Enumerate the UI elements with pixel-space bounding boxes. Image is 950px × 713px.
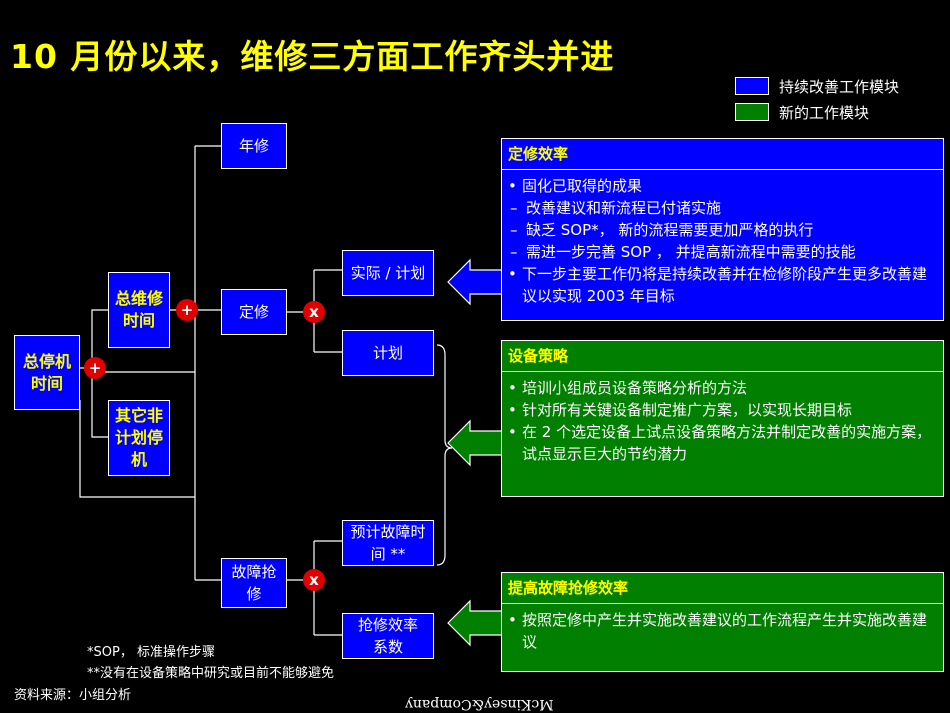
- node-actual-vs-plan: 实际 / 计划: [342, 250, 434, 296]
- page-title: 10 月份以来，维修三方面工作齐头并进: [10, 37, 615, 76]
- node-breakdown-repair: 故障抢修: [221, 558, 287, 608]
- node-total-maintenance-time: 总维修时间: [108, 272, 170, 348]
- legend-swatch-blue: [735, 77, 769, 95]
- panel-repair-efficiency-body: 按照定修中产生并实施改善建议的工作流程产生并实施改善建议: [508, 609, 937, 653]
- dash-item: 改善建议和新流程已付诸实施: [508, 197, 937, 219]
- bullet-item: 在 2 个选定设备上试点设备策略方法并制定改善的实施方案，试点显示巨大的节约潜力: [508, 421, 937, 465]
- brand-logo: McKinsey&Company: [405, 696, 554, 712]
- plus-operator-root: +: [84, 357, 106, 379]
- node-other-unplanned-downtime: 其它非计划停机: [108, 400, 170, 476]
- panel-equipment-strategy-title: 设备策略: [502, 341, 943, 372]
- node-plan: 计划: [342, 330, 434, 376]
- dash-item: 需进一步完善 SOP ， 并提高新流程中需要的技能: [508, 241, 937, 263]
- panel-equipment-strategy: 设备策略 培训小组成员设备策略分析的方法 针对所有关键设备制定推广方案，以实现长…: [501, 340, 944, 497]
- bullet-item: 按照定修中产生并实施改善建议的工作流程产生并实施改善建议: [508, 609, 937, 653]
- dash-item: 缺乏 SOP*， 新的流程需要更加严格的执行: [508, 219, 937, 241]
- node-repair-efficiency-factor: 抢修效率系数: [342, 613, 434, 659]
- bullet-item: 针对所有关键设备制定推广方案，以实现长期目标: [508, 399, 937, 421]
- source-note: 资料来源：小组分析: [14, 688, 132, 703]
- node-annual-overhaul: 年修: [221, 123, 287, 169]
- legend-label-continuous: 持续改善工作模块: [779, 78, 900, 96]
- node-scheduled-maintenance: 定修: [221, 289, 287, 335]
- bullet-item: 下一步主要工作仍将是持续改善并在检修阶段产生更多改善建议以实现 2003 年目标: [508, 263, 937, 307]
- bullet-item: 培训小组成员设备策略分析的方法: [508, 377, 937, 399]
- plus-operator-maintenance: +: [176, 299, 198, 321]
- times-operator-breakdown: x: [303, 569, 325, 591]
- bullet-item: 固化已取得的成果: [508, 175, 937, 197]
- panel-repair-efficiency: 提高故障抢修效率 按照定修中产生并实施改善建议的工作流程产生并实施改善建议: [501, 572, 944, 672]
- legend-swatch-green: [735, 103, 769, 121]
- legend-label-new: 新的工作模块: [779, 104, 870, 122]
- panel-scheduled-efficiency: 定修效率 固化已取得的成果 改善建议和新流程已付诸实施 缺乏 SOP*， 新的流…: [501, 138, 944, 321]
- node-expected-breakdown-time: 预计故障时间 **: [342, 520, 434, 566]
- panel-scheduled-efficiency-body: 固化已取得的成果 改善建议和新流程已付诸实施 缺乏 SOP*， 新的流程需要更加…: [508, 175, 937, 307]
- footnote-expected-breakdown: **没有在设备策略中研究或目前不能够避免: [87, 666, 335, 681]
- times-operator-scheduled: x: [303, 301, 325, 323]
- footnote-sop: *SOP， 标准操作步骤: [87, 645, 215, 660]
- node-total-downtime: 总停机时间: [14, 335, 80, 410]
- panel-scheduled-efficiency-title: 定修效率: [502, 139, 943, 170]
- panel-repair-efficiency-title: 提高故障抢修效率: [502, 573, 943, 604]
- panel-equipment-strategy-body: 培训小组成员设备策略分析的方法 针对所有关键设备制定推广方案，以实现长期目标 在…: [508, 377, 937, 465]
